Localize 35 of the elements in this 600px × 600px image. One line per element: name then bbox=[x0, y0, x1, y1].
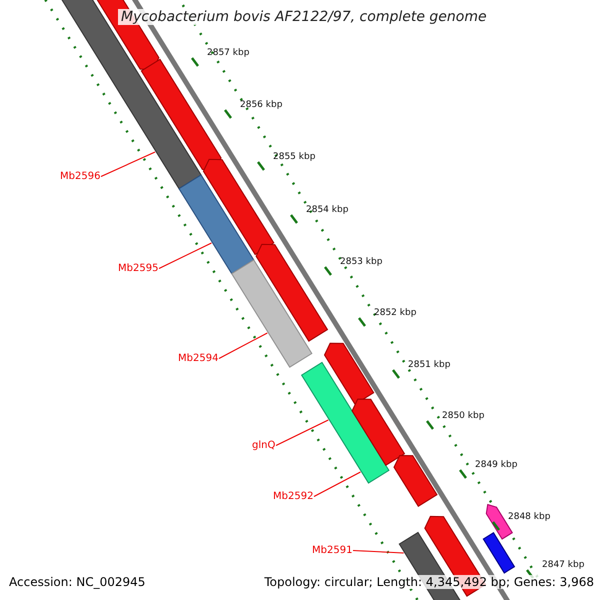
gene-block bbox=[202, 158, 274, 256]
gene-block bbox=[256, 244, 328, 342]
gene-block bbox=[352, 398, 406, 466]
genome-info: Topology: circular; Length: 4,345,492 bp; Genes: 3,968 bbox=[264, 575, 594, 589]
accession-label: Accession: NC_002945 bbox=[9, 575, 146, 589]
gene-label: Mb2591 bbox=[312, 545, 352, 556]
scale-label: 2857 kbp bbox=[207, 48, 250, 58]
scale-label: 2855 kbp bbox=[273, 152, 316, 162]
gene-label: Mb2596 bbox=[60, 171, 100, 182]
gene-bar bbox=[178, 174, 254, 274]
gene-label: glnQ bbox=[252, 440, 276, 451]
scale-label: 2856 kbp bbox=[240, 100, 282, 110]
gene-block bbox=[393, 455, 438, 507]
scale-label: 2849 kbp bbox=[475, 460, 518, 470]
leader-line bbox=[158, 242, 212, 269]
scale-label: 2853 kbp bbox=[340, 257, 382, 267]
gene-label: Mb2595 bbox=[118, 263, 158, 274]
gene-bar bbox=[482, 532, 516, 574]
leader-line bbox=[100, 152, 156, 177]
leader-line bbox=[352, 550, 404, 554]
leader-line bbox=[276, 420, 329, 446]
gene-block bbox=[140, 58, 222, 170]
gene-label: Mb2592 bbox=[273, 491, 314, 502]
scale-label: 2847 kbp bbox=[542, 560, 584, 570]
gene-bar bbox=[300, 362, 390, 484]
scale-label: 2852 kbp bbox=[374, 308, 416, 318]
scale-label: 2848 kbp bbox=[508, 512, 550, 522]
scale-label: 2854 kbp bbox=[306, 205, 348, 215]
gene-block bbox=[324, 342, 374, 405]
leader-line bbox=[218, 332, 268, 359]
scale-label: 2851 kbp bbox=[408, 360, 450, 370]
gene-bar bbox=[231, 259, 312, 368]
gene-label: Mb2594 bbox=[178, 353, 218, 364]
leader-line bbox=[314, 472, 361, 497]
scale-label: 2850 kbp bbox=[442, 411, 484, 421]
